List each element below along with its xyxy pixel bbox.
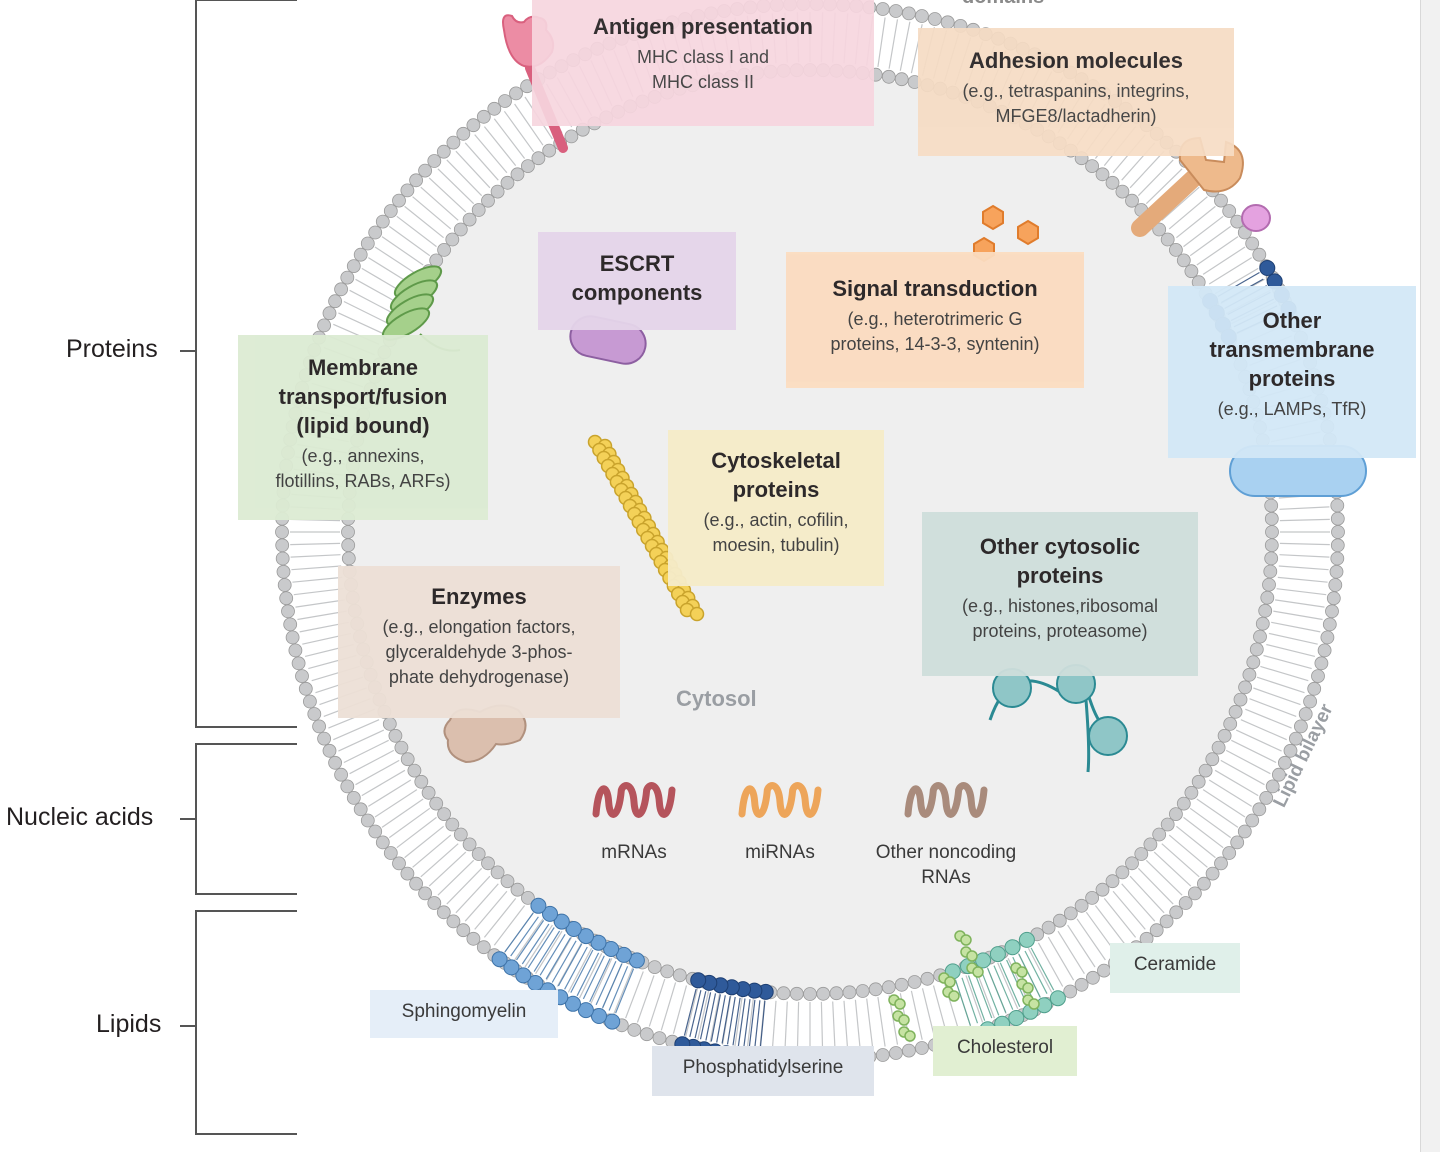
category-brackets: [180, 0, 297, 1135]
other-rna-label: Other noncoding RNAs: [852, 840, 1040, 890]
antigen-presentation-box: Antigen presentation MHC class I and MHC…: [532, 0, 874, 126]
membrane-transport-box: Membrane transport/fusion (lipid bound) …: [238, 335, 488, 520]
enzymes-subtitle-2: glyceraldehyde 3-phos-: [385, 642, 573, 662]
signal-title: Signal transduction: [832, 276, 1038, 301]
cytoskeletal-title-1: Cytoskeletal: [711, 448, 841, 473]
proteins-bracket: [195, 0, 297, 728]
other-rna-label-1: Other noncoding: [875, 842, 1017, 863]
top-cut-label: domains: [962, 0, 1044, 9]
vertical-scrollbar[interactable]: [1420, 0, 1440, 1152]
transmembrane-box: Other transmembrane proteins (e.g., LAMP…: [1168, 286, 1416, 458]
transport-title-3: (lipid bound): [296, 413, 430, 438]
lipids-bracket: [195, 910, 297, 1135]
proteins-label: Proteins: [66, 335, 158, 363]
enzymes-subtitle-3: phate dehydrogenase): [388, 667, 570, 687]
sphingomyelin-label: Sphingomyelin: [370, 990, 558, 1038]
cytosolic-subtitle-2: proteins, proteasome): [972, 621, 1148, 641]
transmembrane-title-1: Other: [1262, 308, 1322, 333]
transmembrane-title-3: proteins: [1248, 366, 1336, 391]
signal-subtitle-1: (e.g., heterotrimeric G: [847, 309, 1023, 329]
enzymes-box: Enzymes (e.g., elongation factors, glyce…: [338, 566, 620, 718]
phosphatidylserine-label: Phosphatidylserine: [652, 1046, 874, 1096]
adhesion-title: Adhesion molecules: [969, 48, 1183, 73]
cytosolic-subtitle-1: (e.g., histones,ribosomal: [961, 596, 1159, 616]
antigen-subtitle-1: MHC class I and: [636, 47, 770, 67]
other-rna-label-2: RNAs: [921, 867, 971, 888]
antigen-subtitle-2: MHC class II: [651, 72, 754, 92]
annexin-icon: [381, 265, 461, 352]
mirna-label: miRNAs: [745, 842, 815, 863]
enzymes-subtitle-1: (e.g., elongation factors,: [382, 617, 576, 637]
escrt-box: ESCRT components: [538, 232, 736, 330]
escrt-title-2: components: [571, 280, 703, 305]
other-rna-icon: [904, 782, 988, 818]
transport-title-1: Membrane: [307, 355, 419, 380]
adhesion-subtitle-2: MFGE8/lactadherin): [995, 106, 1157, 126]
cytosolic-title-2: proteins: [1016, 563, 1104, 588]
transport-title-2: transport/fusion: [278, 384, 448, 409]
adhesion-subtitle-1: (e.g., tetraspanins, integrins,: [962, 81, 1190, 101]
ceramide-label: Ceramide: [1110, 943, 1240, 993]
cytoskeletal-subtitle-2: moesin, tubulin): [712, 535, 840, 555]
transmembrane-subtitle-1: (e.g., LAMPs, TfR): [1217, 399, 1367, 419]
signal-transduction-box: Signal transduction (e.g., heterotrimeri…: [786, 252, 1084, 388]
cholesterol-label: Cholesterol: [933, 1026, 1077, 1076]
antigen-title: Antigen presentation: [592, 14, 813, 39]
cytoskeletal-box: Cytoskeletal proteins (e.g., actin, cofi…: [668, 430, 884, 586]
enzymes-title: Enzymes: [431, 584, 527, 609]
cytosolic-title-1: Other cytosolic: [979, 534, 1141, 559]
cytoskeletal-title-2: proteins: [732, 477, 820, 502]
mrna-icon: [592, 782, 676, 818]
other-cytosolic-box: Other cytosolic proteins (e.g., histones…: [922, 512, 1198, 676]
cholesterol-icon: [888, 930, 1040, 1042]
transport-subtitle-1: (e.g., annexins,: [301, 446, 425, 466]
mrna-label: mRNAs: [601, 842, 667, 863]
signal-subtitle-2: proteins, 14-3-3, syntenin): [830, 334, 1040, 354]
transmembrane-title-2: transmembrane: [1209, 337, 1375, 362]
adhesion-molecules-box: Adhesion molecules (e.g., tetraspanins, …: [918, 28, 1234, 156]
lipids-label: Lipids: [96, 1010, 162, 1038]
cytosol-label: Cytosol: [676, 686, 757, 711]
pink-ligand-icon: [1241, 204, 1271, 232]
actin-filament-icon: [587, 434, 705, 622]
nucleic-bracket: [195, 743, 297, 895]
transport-subtitle-2: flotillins, RABs, ARFs): [275, 471, 451, 491]
nucleic-acids-label: Nucleic acids: [6, 803, 154, 831]
cytoskeletal-subtitle-1: (e.g., actin, cofilin,: [703, 510, 849, 530]
escrt-title-1: ESCRT: [599, 251, 675, 276]
mirna-icon: [738, 782, 822, 818]
